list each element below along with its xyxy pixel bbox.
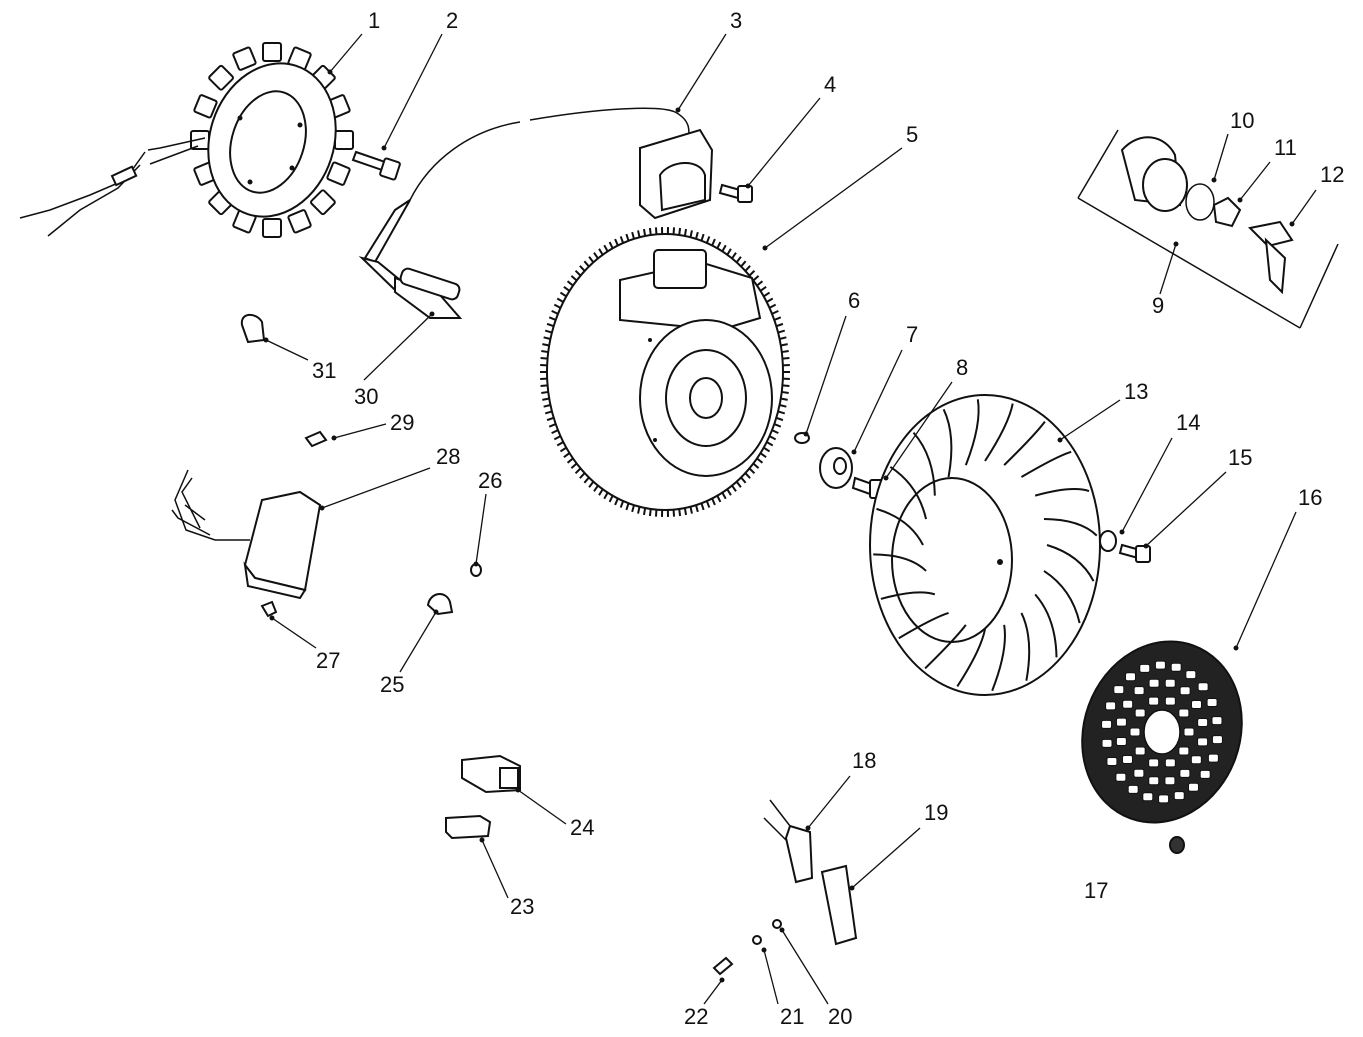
callout-14: 14 — [1176, 410, 1200, 435]
callout-17: 17 — [1084, 878, 1108, 903]
clamp-25 — [426, 593, 454, 616]
callout-30: 30 — [354, 384, 378, 409]
brake-bracket — [763, 799, 814, 884]
connector-24 — [461, 754, 521, 794]
flywheel-washer — [819, 447, 853, 489]
callout-20: 20 — [828, 1004, 852, 1029]
callout-29: 29 — [390, 410, 414, 435]
fan-washer — [1099, 530, 1117, 552]
stator — [19, 42, 354, 238]
callout-8: 8 — [956, 355, 968, 380]
clamp-31 — [240, 313, 266, 344]
rotating-screen — [1081, 640, 1243, 824]
callout-24: 24 — [570, 815, 594, 840]
callout-12: 12 — [1320, 162, 1344, 187]
callout-19: 19 — [924, 800, 948, 825]
callout-26: 26 — [478, 468, 502, 493]
callout-9: 9 — [1152, 293, 1164, 318]
screen-nut — [1169, 836, 1185, 854]
callout-28: 28 — [436, 444, 460, 469]
callout-16: 16 — [1298, 485, 1322, 510]
callout-27: 27 — [316, 648, 340, 673]
screw-22 — [712, 956, 734, 976]
brake-plate — [820, 864, 858, 946]
callout-labels: 1 2 3 4 5 6 7 8 9 10 11 12 13 14 15 16 1… — [312, 8, 1344, 1029]
screw-27 — [260, 600, 278, 618]
nut-29 — [304, 430, 328, 448]
callout-31: 31 — [312, 358, 336, 383]
callout-13: 13 — [1124, 379, 1148, 404]
callout-3: 3 — [730, 8, 742, 33]
callout-4: 4 — [824, 72, 836, 97]
cooling-fan — [869, 394, 1101, 696]
fan-bolt — [1118, 543, 1151, 563]
stator-bolt — [351, 150, 401, 181]
leader-lines — [263, 33, 1317, 1005]
nut-21 — [752, 935, 762, 945]
callout-7: 7 — [906, 322, 918, 347]
flywheel — [540, 227, 790, 517]
ignition-coil — [358, 107, 714, 319]
callout-2: 2 — [446, 8, 458, 33]
washer-20 — [772, 919, 782, 929]
callout-18: 18 — [852, 748, 876, 773]
callout-5: 5 — [906, 122, 918, 147]
spark-plug — [399, 267, 461, 301]
callout-11: 11 — [1274, 135, 1297, 160]
callout-22: 22 — [684, 1004, 708, 1029]
callout-10: 10 — [1230, 108, 1254, 133]
callout-21: 21 — [780, 1004, 804, 1029]
key-switch-assembly — [1077, 129, 1339, 329]
callout-23: 23 — [510, 894, 534, 919]
callout-25: 25 — [380, 672, 404, 697]
rectifier-module — [171, 469, 322, 600]
connector-23 — [445, 814, 492, 840]
callout-15: 15 — [1228, 445, 1252, 470]
callout-6: 6 — [848, 288, 860, 313]
coil-bolt — [718, 183, 753, 203]
callout-1: 1 — [368, 8, 380, 33]
